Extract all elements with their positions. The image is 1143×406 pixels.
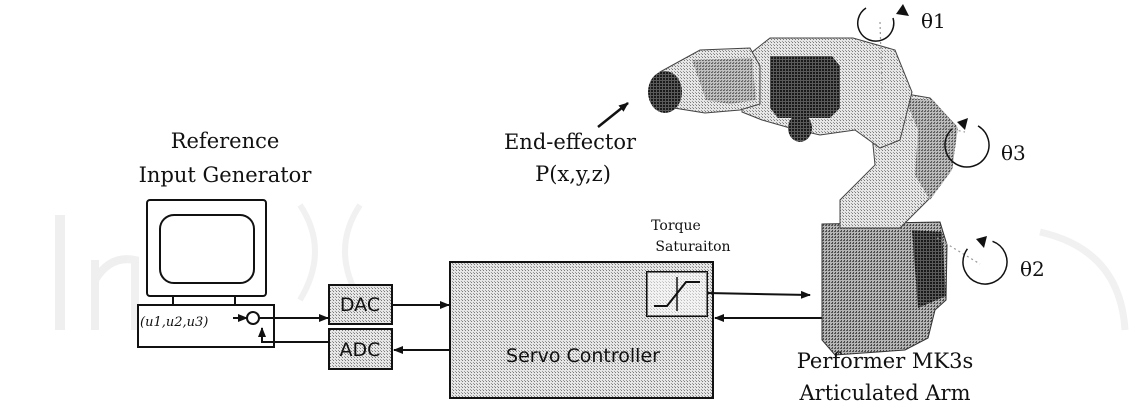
- theta1-rotation-icon: [857, 4, 909, 42]
- computer-icon: [137, 199, 275, 348]
- adc-block: ADC: [328, 328, 393, 370]
- end-effector-line2: P(x,y,z): [535, 162, 611, 186]
- torque-label-line2: Saturaiton: [655, 239, 730, 255]
- summing-junction: [246, 311, 260, 325]
- theta2-rotation-icon: [962, 236, 1008, 285]
- dac-block: DAC: [328, 284, 393, 325]
- end-effector-pointer-arrow: [597, 102, 629, 128]
- servo-to-arm-arrow: [706, 290, 811, 299]
- theta3-rotation-icon: [944, 118, 990, 168]
- robot-arm-image: [648, 37, 958, 356]
- theta3-label: θ3: [1001, 141, 1026, 165]
- theta2-label: θ2: [1020, 257, 1045, 281]
- dac-label: DAC: [340, 294, 380, 316]
- input-vector-label: (u1,u2,u3): [140, 315, 208, 330]
- arm-label-line1: Performer MK3s: [797, 349, 974, 373]
- joint3-axis: [899, 117, 966, 133]
- end-effector-line1: End-effector: [504, 130, 637, 154]
- reference-title-line1: Reference: [171, 129, 280, 153]
- servo-controller-label: Servo Controller: [506, 345, 660, 367]
- watermark: [55, 203, 1129, 331]
- adc-label: ADC: [340, 339, 381, 361]
- reference-title-line2: Input Generator: [139, 163, 313, 187]
- torque-label-line1: Torque: [651, 218, 701, 234]
- joint1-axis: [879, 21, 883, 91]
- theta1-label: θ1: [921, 9, 946, 33]
- saturation-block: [646, 271, 708, 317]
- arm-label-line2: Articulated Arm: [799, 381, 971, 405]
- servo-controller-block: Servo Controller: [449, 261, 714, 399]
- joint2-axis: [936, 237, 981, 265]
- adc-to-ref-line: [258, 327, 328, 343]
